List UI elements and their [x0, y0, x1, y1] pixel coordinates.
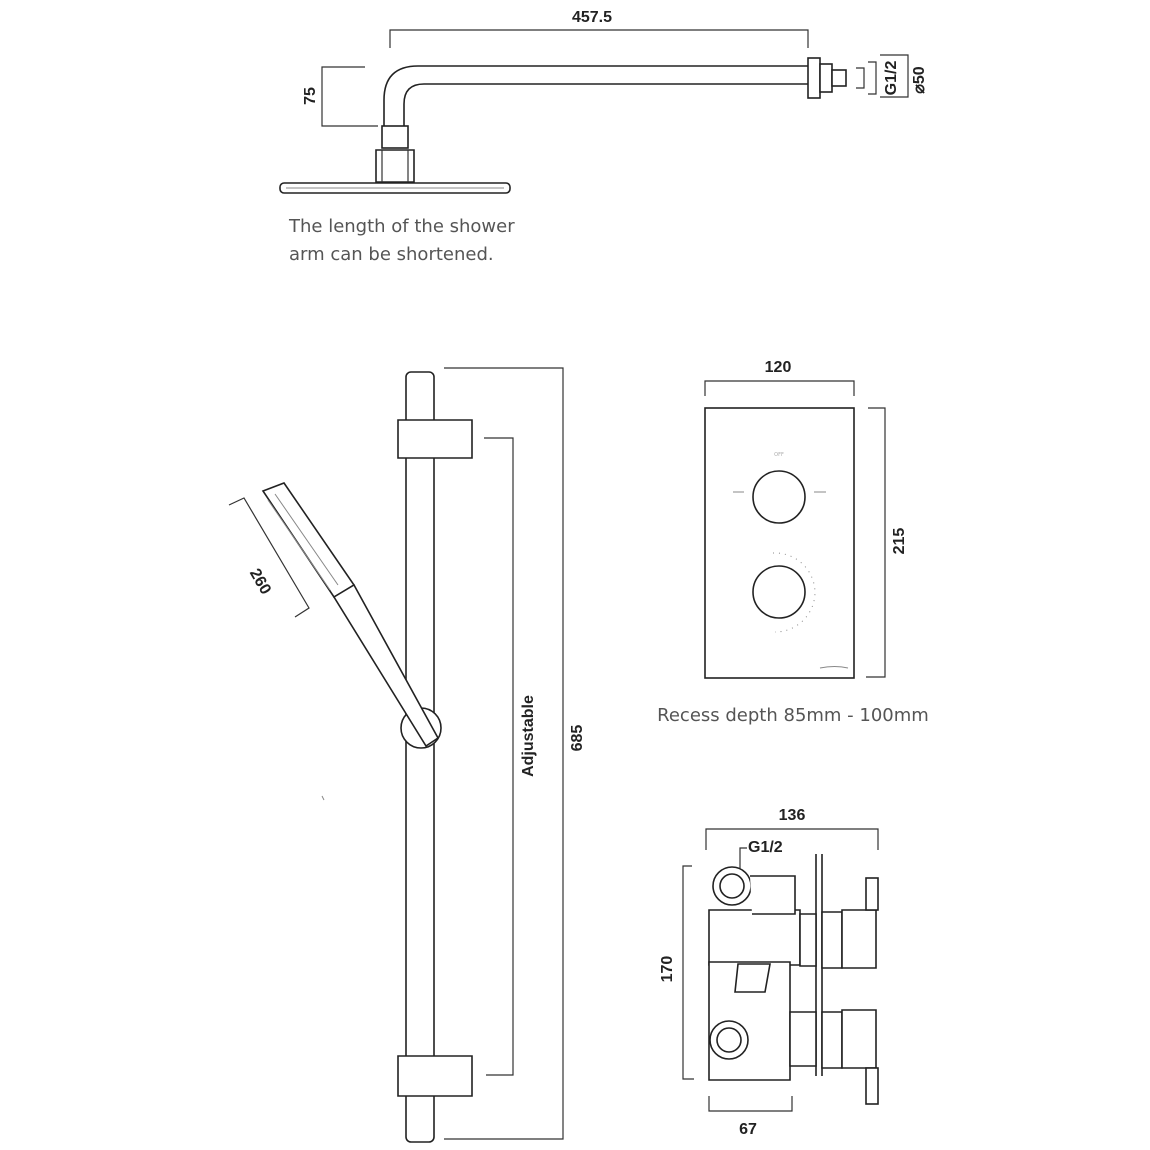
body-depth-label: 136	[779, 807, 806, 824]
shower-arm-inner	[403, 83, 810, 126]
total-height-label: 685	[569, 725, 586, 752]
plate-width-dimension-line	[704, 380, 855, 396]
valve-faceplate	[704, 407, 855, 679]
off-marking: OFF	[774, 452, 784, 458]
head-swivel-joint	[381, 125, 409, 149]
plate-width-label: 120	[765, 359, 792, 376]
upper-knob	[841, 909, 877, 969]
body-base-depth-label: 67	[739, 1121, 757, 1138]
shower-arm-outer	[383, 65, 810, 126]
lower-knob	[841, 1009, 877, 1069]
inlet-thread-label: G1/2	[748, 839, 783, 856]
thread-dimension-bracket	[880, 54, 909, 98]
handset-head	[261, 482, 356, 599]
valve-faceplate-assembly: 120 OFF 215 Recess depth 85mm - 100mm	[657, 359, 929, 726]
arm-thread-label: G1/2	[883, 61, 900, 96]
adjustable-dimension-line	[484, 437, 514, 1076]
valve-body-upper	[708, 909, 801, 966]
lower-knob-lever	[865, 1067, 879, 1105]
riser-rail-assembly: 260 Adjustable 685	[228, 367, 586, 1143]
temperature-scale	[772, 552, 816, 633]
plate-height-label: 215	[891, 528, 908, 555]
flange-collar	[819, 63, 833, 93]
arm-note-line1: The length of the shower	[288, 216, 515, 237]
handset-handle	[332, 583, 440, 748]
top-inlet-bore	[719, 873, 745, 899]
wall-flange	[807, 57, 821, 99]
top-wall-bracket	[397, 419, 473, 459]
thread-connector	[831, 69, 847, 87]
riser-rail	[405, 371, 435, 1143]
plate-height-dimension-line	[866, 407, 886, 678]
body-height-dimension-line	[682, 865, 694, 1080]
flow-control-knob	[752, 470, 806, 524]
top-inlet-body	[750, 875, 796, 915]
valve-body-assembly: 136 G1/2 170 67	[659, 807, 879, 1138]
handset-spray-face	[267, 493, 339, 591]
arm-note-line2: arm can be shortened.	[289, 244, 494, 265]
handset	[261, 482, 440, 748]
shower-head-assembly: 457.5 75 G1/2 ⌀50 The length of the show…	[279, 9, 928, 265]
recess-depth-note: Recess depth 85mm - 100mm	[657, 705, 929, 726]
arm-length-dimension-line	[389, 29, 809, 48]
total-height-dimension-line	[444, 367, 564, 1140]
temperature-control-knob	[752, 565, 806, 619]
adjustable-label: Adjustable	[520, 695, 537, 777]
valve-body-wedge	[734, 963, 771, 993]
handset-length-label: 260	[246, 566, 274, 598]
bottom-wall-bracket	[397, 1055, 473, 1097]
upper-spindle-sleeve	[821, 911, 843, 969]
body-depth-dimension-line	[705, 828, 879, 850]
arm-length-label: 457.5	[572, 9, 612, 26]
stray-mark	[321, 795, 325, 801]
head-body-detail	[381, 150, 409, 182]
flange-diameter-label: ⌀50	[911, 66, 928, 94]
head-body	[375, 149, 415, 183]
thread-symbol	[856, 67, 865, 89]
drop-height-label: 75	[302, 87, 319, 105]
lower-spindle-sleeve	[821, 1011, 843, 1069]
handset-length-dimension-line	[228, 497, 310, 618]
body-base-depth-dimension-line	[708, 1096, 793, 1112]
bottom-inlet-bore	[716, 1027, 742, 1053]
brand-mark	[819, 666, 849, 669]
upper-knob-lever	[865, 877, 879, 911]
drop-height-dimension-line	[321, 66, 378, 127]
upper-spindle-housing	[799, 913, 817, 967]
body-height-label: 170	[659, 956, 676, 983]
lower-spindle-housing	[789, 1011, 817, 1067]
thread-symbol-outer	[868, 61, 877, 95]
